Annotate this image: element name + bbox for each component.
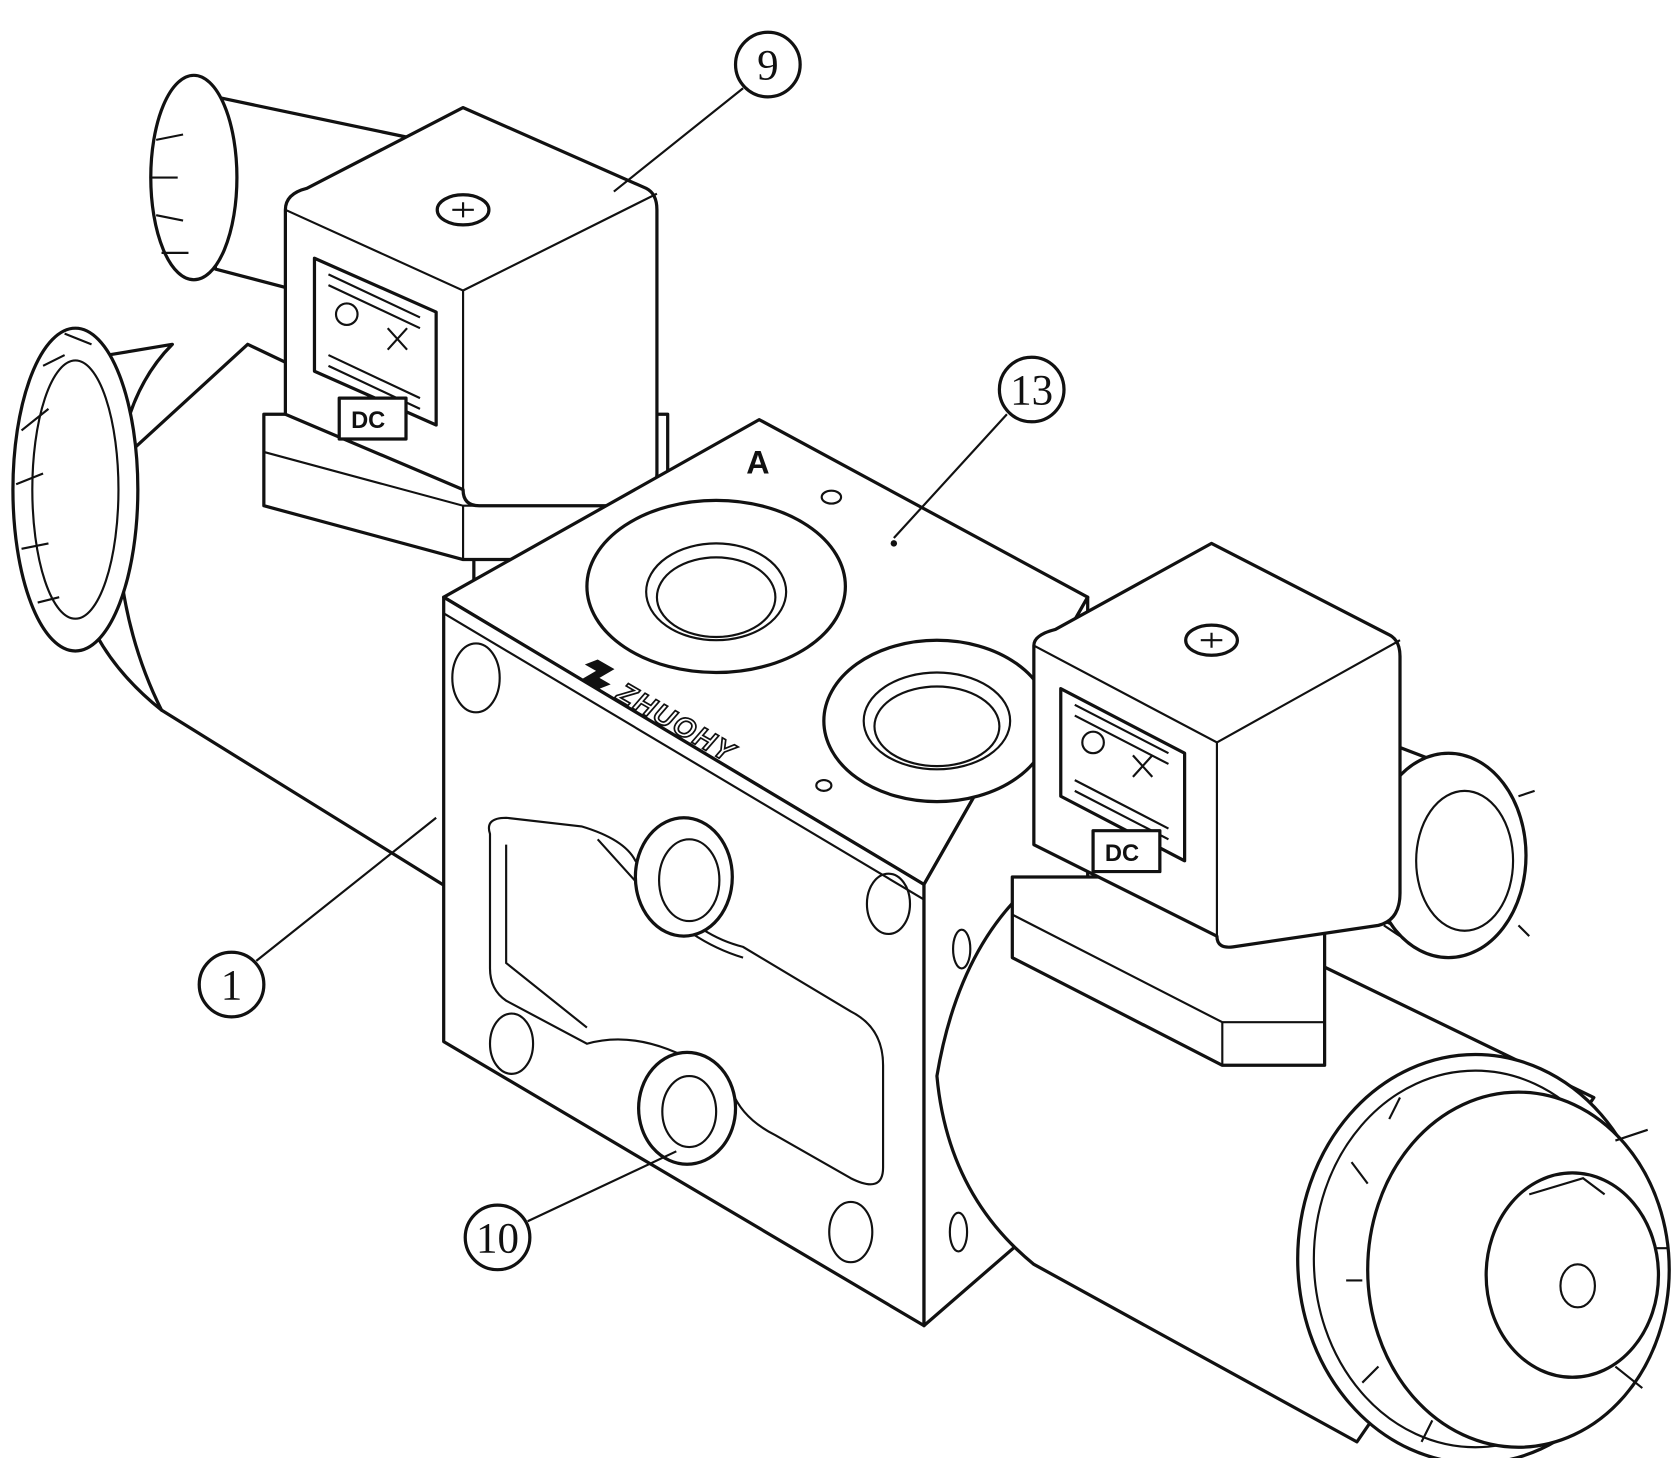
connector-right-marking: DC — [1105, 841, 1139, 867]
callout-10: 10 — [465, 1151, 676, 1269]
callout-9: 9 — [614, 32, 800, 191]
callout-label: 13 — [1010, 368, 1053, 415]
callout-label: 1 — [221, 963, 243, 1010]
callout-label: 9 — [757, 43, 779, 90]
connector-left-marking: DC — [351, 408, 385, 434]
callout-13: 13 — [894, 357, 1064, 538]
port-label-a: A — [746, 444, 769, 480]
callout-label: 10 — [476, 1215, 519, 1262]
